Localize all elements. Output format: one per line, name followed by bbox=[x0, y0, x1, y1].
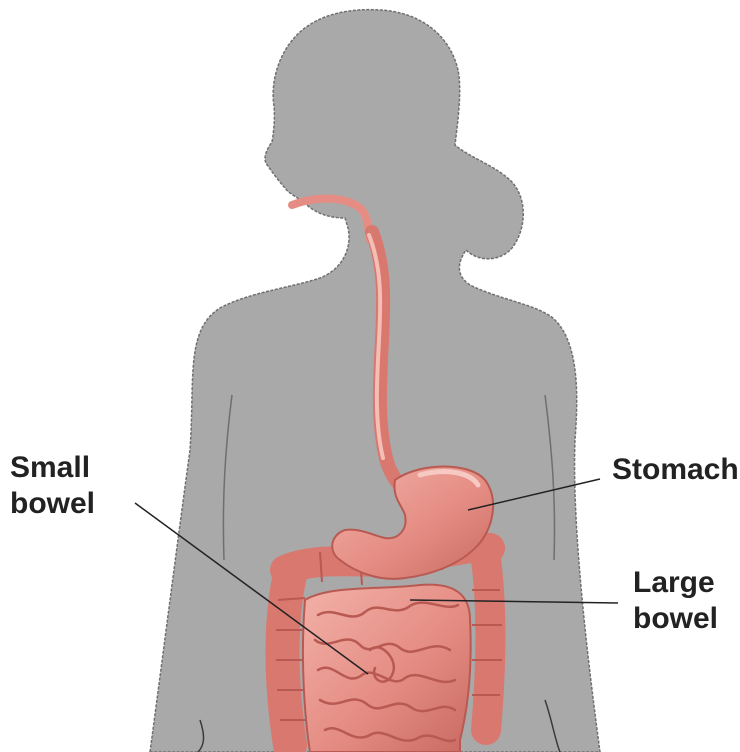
large-bowel-label: Large bowel bbox=[633, 565, 718, 637]
small-bowel-label: Small bowel bbox=[10, 450, 95, 522]
small-bowel-label-line1: Small bbox=[10, 450, 95, 486]
descending-colon bbox=[485, 552, 490, 730]
stomach-label-text: Stomach bbox=[612, 452, 739, 488]
small-bowel-label-line2: bowel bbox=[10, 486, 95, 522]
stomach-label: Stomach bbox=[612, 452, 739, 488]
small-bowel bbox=[303, 585, 471, 752]
large-bowel-label-line2: bowel bbox=[633, 601, 718, 637]
large-bowel-label-line1: Large bbox=[633, 565, 718, 601]
